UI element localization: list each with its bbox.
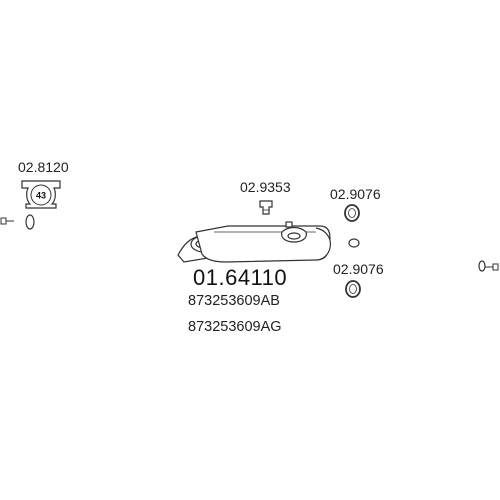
gasket-upper-part: 02.9076	[330, 186, 381, 222]
gasket-upper-part-number: 02.9076	[330, 186, 381, 202]
muffler-body	[177, 221, 331, 263]
tail-pipe	[316, 238, 486, 272]
gasket-lower-part-number: 02.9076	[333, 261, 384, 277]
muffler-part-number: 01.64110	[193, 265, 287, 290]
clamp-size-label: 43	[36, 191, 46, 201]
rubber-mount-part-number: 02.9353	[240, 179, 291, 195]
clamp-part-number: 02.8120	[18, 159, 69, 175]
right-end-marker	[485, 263, 499, 271]
oem-number: 873253609AG	[188, 319, 282, 335]
left-end-marker	[0, 217, 14, 225]
clamp-part: 02.8120 43	[18, 159, 69, 209]
rubber-mount-part: 02.9353	[240, 179, 291, 215]
front-pipe	[25, 214, 186, 264]
oem-number: 873253609AB	[188, 293, 280, 309]
gasket-lower-part: 02.9076	[333, 261, 384, 298]
